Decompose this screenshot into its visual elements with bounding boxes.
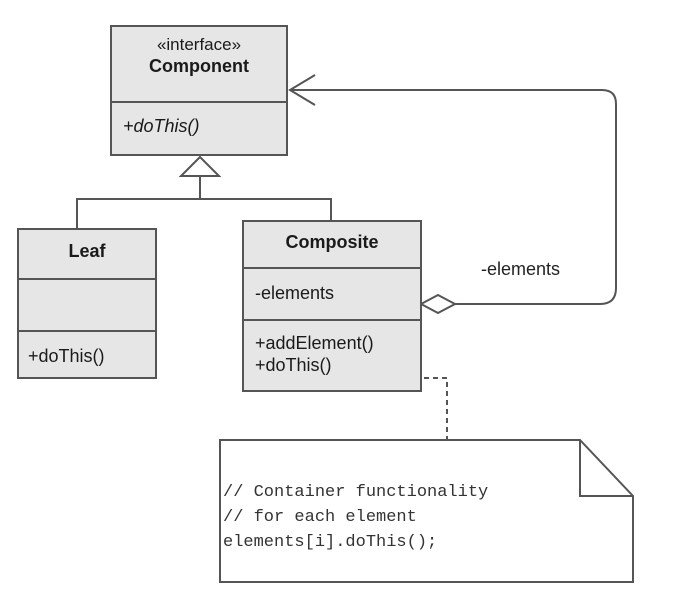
generalization-arrowhead bbox=[178, 155, 222, 177]
note-line-3: elements[i].doThis(); bbox=[223, 533, 438, 552]
note-box bbox=[219, 439, 634, 583]
composite-class[interactable]: Composite -elements +addElement() +doThi… bbox=[242, 220, 422, 392]
composite-attribute: -elements bbox=[255, 283, 335, 303]
note-text: // Container functionality // for each e… bbox=[223, 480, 563, 566]
component-operation: +doThis() bbox=[123, 116, 200, 136]
leaf-generalization-line bbox=[76, 198, 332, 228]
association-open-arrowhead bbox=[288, 74, 316, 106]
component-name: Component bbox=[149, 56, 249, 76]
note-anchor-line bbox=[424, 377, 448, 440]
leaf-name: Leaf bbox=[68, 241, 106, 261]
note-line-2: // for each element bbox=[223, 508, 417, 527]
component-class[interactable]: «interface» Component +doThis() bbox=[110, 25, 288, 156]
aggregation-diamond bbox=[418, 293, 458, 315]
leaf-operation: +doThis() bbox=[28, 346, 105, 366]
note-folded-corner bbox=[579, 440, 633, 497]
aggregation-association-line bbox=[290, 89, 617, 305]
component-stereotype: «interface» bbox=[156, 35, 242, 54]
composite-name: Composite bbox=[285, 232, 379, 252]
note-line-1: // Container functionality bbox=[223, 483, 489, 502]
leaf-class[interactable]: Leaf +doThis() bbox=[17, 228, 157, 379]
composite-operation-add-element: +addElement() bbox=[255, 333, 374, 353]
association-label: -elements bbox=[481, 259, 561, 279]
composite-operation-do-this: +doThis() bbox=[255, 355, 332, 375]
